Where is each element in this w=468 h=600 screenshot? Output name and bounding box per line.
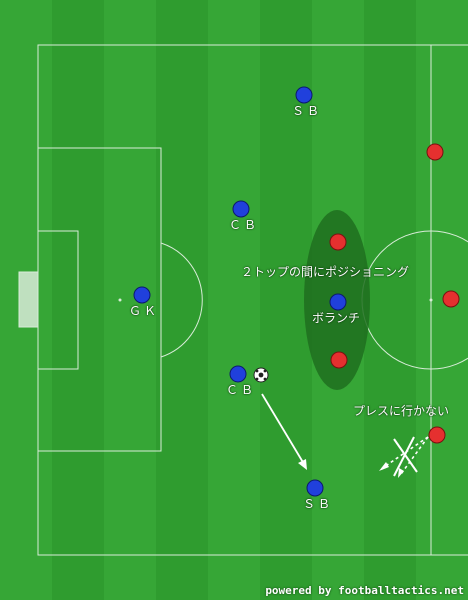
red-team bbox=[329, 143, 460, 444]
player-sb-bottom bbox=[306, 479, 324, 497]
center-spot bbox=[429, 298, 433, 302]
player-volante bbox=[329, 293, 347, 311]
credit-text: powered by footballtactics.net bbox=[265, 584, 464, 597]
opponent-2 bbox=[329, 233, 347, 251]
label-sb-top: ＳＢ bbox=[292, 104, 323, 118]
opponent-1 bbox=[426, 143, 444, 161]
label-sb-bottom: ＳＢ bbox=[303, 497, 334, 511]
goal bbox=[18, 271, 39, 328]
opponent-4 bbox=[330, 351, 348, 369]
gap-positioning-note: ２トップの間にポジショニング bbox=[241, 265, 410, 279]
blue-team bbox=[133, 86, 347, 497]
no-press-note: プレスに行かない bbox=[353, 404, 450, 418]
opponent-3 bbox=[442, 290, 460, 308]
opponent-5 bbox=[428, 426, 446, 444]
ball-icon bbox=[253, 367, 269, 383]
label-gk: ＧＫ bbox=[129, 304, 160, 318]
label-volante: ボランチ bbox=[312, 311, 361, 325]
penalty-spot bbox=[118, 298, 122, 302]
player-sb-top bbox=[295, 86, 313, 104]
player-cb-bottom bbox=[229, 365, 247, 383]
player-gk bbox=[133, 286, 151, 304]
label-cb-top: ＣＢ bbox=[229, 218, 260, 232]
penalty-arc bbox=[160, 242, 203, 358]
label-cb-bottom: ＣＢ bbox=[226, 383, 257, 397]
pass-arrow bbox=[261, 393, 307, 470]
no-press-arrows bbox=[379, 436, 429, 478]
player-cb-top bbox=[232, 200, 250, 218]
